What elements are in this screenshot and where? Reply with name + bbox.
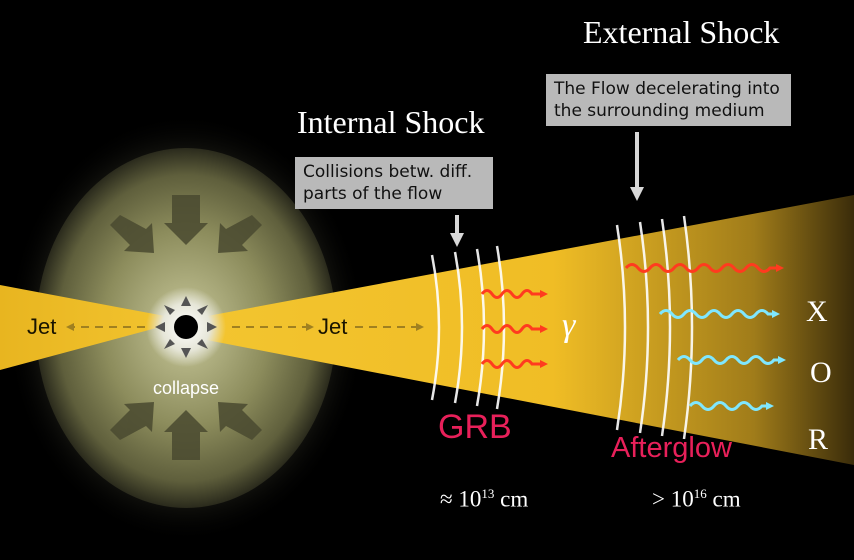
wavy-arrow-icon [624, 263, 784, 273]
afterglow-scale-prefix: > 10 [652, 486, 694, 512]
wavy-arrow-icon [480, 324, 548, 334]
black-hole-icon [155, 296, 217, 358]
wavy-arrow-icon [480, 359, 548, 369]
wavy-arrow-icon [480, 289, 548, 299]
external-shock-callout: The Flow decelerating into the surroundi… [546, 74, 791, 126]
internal-shock-title: Internal Shock [297, 104, 485, 140]
external-shock-fronts [615, 215, 694, 440]
jet-label-right: Jet [318, 314, 348, 339]
afterglow-waves [624, 263, 786, 411]
gamma-ray-waves [480, 289, 548, 369]
gamma-symbol: γ [562, 307, 576, 344]
wavy-arrow-icon [688, 401, 774, 411]
afterglow-label: Afterglow [611, 432, 732, 464]
collapse-label: collapse [153, 378, 220, 398]
afterglow-scale: > 1016 cm [652, 486, 741, 513]
external-shock-title: External Shock [583, 14, 780, 50]
band-label-x: X [806, 295, 828, 328]
grb-label: GRB [438, 408, 512, 446]
band-label-o: O [810, 356, 832, 389]
grb-scale-prefix: ≈ 10 [440, 486, 482, 512]
jet-label-left: Jet [27, 314, 57, 339]
internal-shock-callout: Collisions betw. diff. parts of the flow [295, 157, 493, 209]
wavy-arrow-icon [676, 355, 786, 365]
infall-arrows [110, 195, 262, 460]
left-jet [0, 285, 186, 370]
grb-scale: ≈ 1013 cm [440, 486, 528, 513]
grb-scale-exponent: 13 [481, 486, 495, 501]
grb-scale-unit: cm [494, 486, 529, 512]
afterglow-scale-unit: cm [706, 486, 741, 512]
wavy-arrow-icon [658, 309, 780, 319]
band-label-r: R [808, 423, 829, 456]
afterglow-scale-exponent: 16 [693, 486, 707, 501]
